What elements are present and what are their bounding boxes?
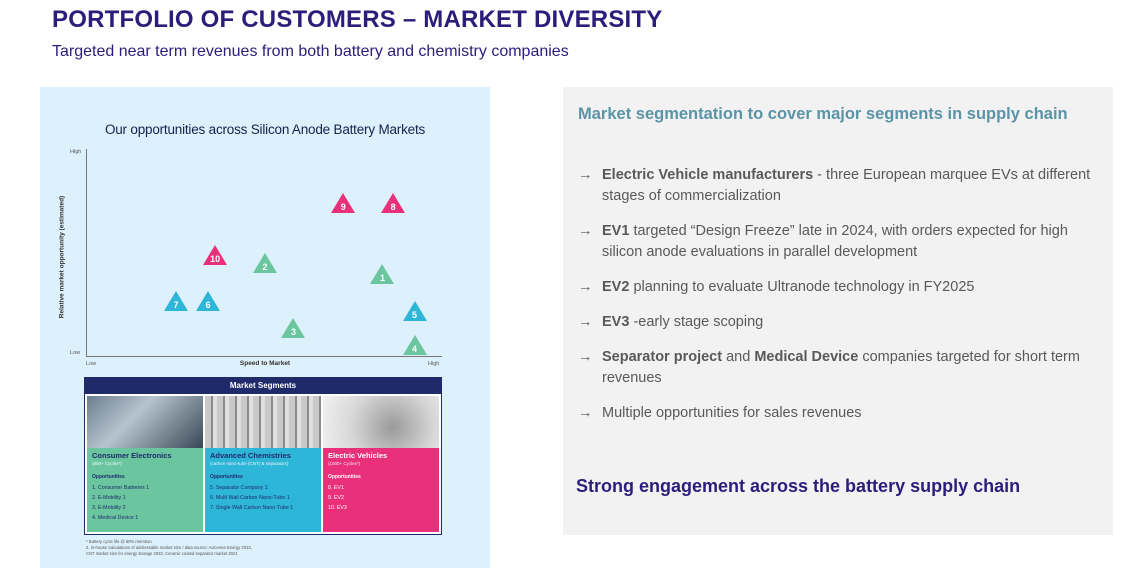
arrow-right-icon: → [578,405,593,421]
footnote-line: 2. In-house calculations of addressable … [86,545,252,550]
bullet-item: → EV1 targeted “Design Freeze” late in 20… [578,221,1098,263]
opportunity-marker-8: 8 [380,192,406,214]
footnote-line: CNT market size for energy storage 2023,… [86,551,238,556]
marker-label: 3 [290,326,296,337]
bullet-bold: EV3 [602,314,630,330]
bullet-bold: EV2 [602,279,630,295]
electric-vehicles-image [323,396,439,448]
bullet-text: - three European marquee EVs at differen… [602,167,1091,204]
chart-title: Our opportunities across Silicon Anode B… [104,122,426,137]
segment-name: Consumer Electronics [92,451,172,460]
opportunity-marker-7: 7 [163,290,189,312]
opportunity-marker-1: 1 [369,263,395,285]
bullet-item: → Electric Vehicle manufacturers - three … [578,165,1098,207]
bullet-text: -early stage scoping [629,314,764,330]
segmentation-heading: Market segmentation to cover major segme… [578,105,1068,123]
opportunity-marker-5: 5 [402,300,428,322]
x-axis-title: Speed to Market [239,360,291,367]
marker-label: 10 [210,254,221,265]
bullet-text: targeted “Design Freeze” late in 2024, w… [602,223,1068,260]
opportunity-marker-9: 9 [330,192,356,214]
list-item: 6. Multi Wall Carbon Nano-Tube 1 [210,495,290,501]
segment-subtitle: (800+ Cycles*) [92,461,122,466]
list-item: 2. E-Mobility 1 [92,495,126,501]
segment-advanced-chemistries: Advanced Chemistries (carbon nano-tube (… [205,396,321,532]
opportunities-heading: Opportunities [328,474,361,480]
marker-label: 1 [379,272,385,283]
bullet-item: → Separator project and Medical Device co… [578,347,1098,389]
bullet-list: → Electric Vehicle manufacturers - three … [578,165,1098,438]
marker-label: 8 [390,202,396,213]
bullet-bold: Medical Device [754,349,859,365]
engagement-statement: Strong engagement across the battery sup… [576,476,1021,496]
bullet-bold: Separator project [602,349,723,365]
opportunities-heading: Opportunities [92,474,125,480]
segment-subtitle: (1000+ Cycles*) [328,461,361,466]
consumer-electronics-image [87,396,203,448]
list-item: 1. Consumer Batteries 1 [92,485,150,491]
arrow-right-icon: → [578,349,593,365]
arrow-right-icon: → [578,314,593,330]
bullet-text: and [722,349,755,365]
list-item: 8. EV1 [328,485,344,491]
list-item: 5. Separator Company 1 [210,485,268,491]
opportunity-marker-3: 3 [280,317,306,339]
opportunity-marker-6: 6 [195,290,221,312]
bullet-bold: Electric Vehicle manufacturers [602,167,814,183]
arrow-right-icon: → [578,167,593,183]
marker-label: 9 [340,202,346,213]
marker-label: 5 [412,310,418,321]
market-segments-header: Market Segments [85,378,441,394]
footnote: * Battery cycle life @ 80% retention 2. … [86,539,446,557]
segment-name: Electric Vehicles [328,451,388,460]
opportunity-marker-2: 2 [252,252,278,274]
y-axis-title: Relative market opportunity (estimated) [58,195,66,319]
list-item: 10. EV3 [328,505,347,511]
list-item: 3. E-Mobility 2 [92,505,126,511]
segment-name: Advanced Chemistries [210,451,291,460]
arrow-right-icon: → [578,279,593,295]
y-tick-high: High [70,149,82,155]
segment-electric-vehicles: Electric Vehicles (1000+ Cycles*) Opport… [323,396,439,532]
x-tick-high: High [428,361,440,367]
market-segments-box: Market Segments Consumer Electronics (80… [84,377,442,535]
list-item: 9. EV2 [328,495,344,501]
x-tick-low: Low [86,361,97,367]
opportunity-marker-4: 4 [402,334,428,356]
page-subtitle: Targeted near term revenues from both ba… [52,43,569,60]
bullet-text: Multiple opportunities for sales revenue… [602,405,862,421]
advanced-chemistries-image [205,396,321,448]
segment-subtitle: (carbon nano-tube (CNT) & separators) [210,461,289,466]
bullet-item: → Multiple opportunities for sales revenu… [578,403,1098,424]
bullet-bold: EV1 [602,223,630,239]
arrow-right-icon: → [578,223,593,239]
bullet-text: planning to evaluate Ultranode technolog… [629,279,975,295]
bullet-item: → EV2 planning to evaluate Ultranode tech… [578,277,1098,298]
opportunities-panel: Our opportunities across Silicon Anode B… [40,87,490,568]
segmentation-panel: Market segmentation to cover major segme… [563,87,1113,535]
list-item: 4. Medical Device 1 [92,515,139,521]
scatter-plot: 1 2 3 4 5 6 7 8 9 10 [86,149,442,357]
segment-consumer-electronics: Consumer Electronics (800+ Cycles*) Oppo… [87,396,203,532]
footnote-line: * Battery cycle life @ 80% retention [86,539,152,544]
marker-label: 4 [412,343,418,354]
list-item: 7. Single Wall Carbon Nano-Tube 1 [210,505,294,511]
marker-label: 2 [262,262,268,273]
y-tick-low: Low [70,350,81,356]
marker-label: 7 [173,299,179,310]
opportunity-marker-10: 10 [202,244,228,266]
bullet-item: → EV3 -early stage scoping [578,312,1098,333]
page-title: PORTFOLIO OF CUSTOMERS – MARKET DIVERSIT… [52,6,663,33]
bullet-text: companies targeted for short term revenu… [602,349,1080,386]
marker-label: 6 [205,299,211,310]
opportunities-heading: Opportunities [210,474,243,480]
